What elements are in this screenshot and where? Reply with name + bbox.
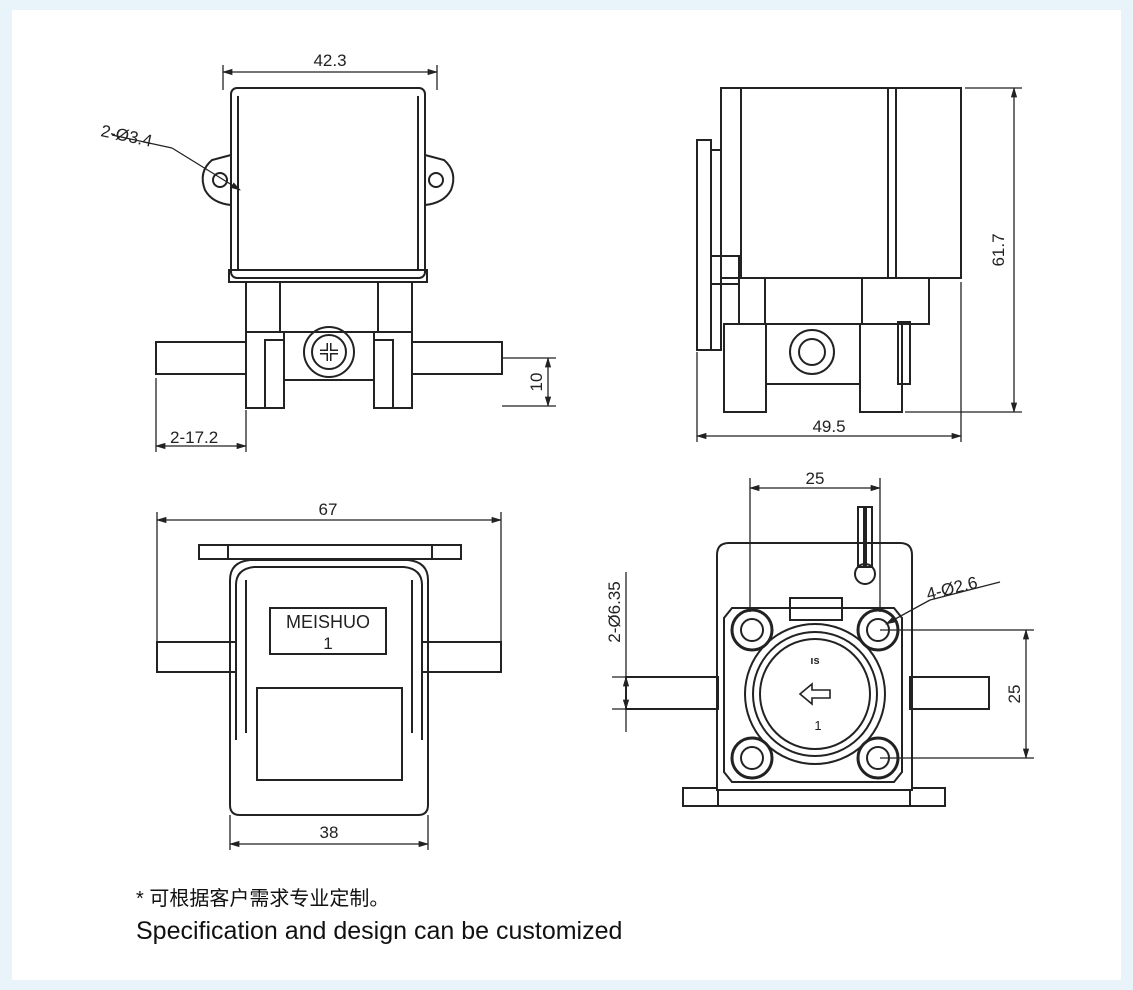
blank-label-area — [256, 687, 403, 781]
dim-port-spacing: 25 — [806, 469, 825, 488]
dim-vertical-spacing: 25 — [1005, 685, 1024, 704]
dim-port-length: 2-17.2 — [170, 428, 218, 447]
bottom-view-dimensions — [155, 512, 503, 850]
dim-mount-holes: 2-Ø3.4 — [99, 121, 154, 150]
note-english: Specification and design can be customiz… — [136, 917, 623, 945]
brand-label: MEISHUO — [286, 612, 370, 632]
arrow-model-label: 1 — [814, 718, 821, 733]
nameplate — [269, 607, 387, 655]
end-view-dimensions — [612, 478, 1034, 760]
dim-bottom-width: 67 — [319, 500, 338, 519]
dim-label-width: 38 — [320, 823, 339, 842]
end-view — [625, 506, 990, 807]
dim-front-width: 42.3 — [313, 51, 346, 70]
side-view-dimensions — [695, 86, 1022, 442]
front-view-dimensions — [111, 65, 556, 452]
dim-port-diameter: 2-Ø6.35 — [605, 581, 624, 642]
pump-logo: ıs — [810, 655, 819, 667]
bottom-view — [156, 544, 502, 816]
note-chinese: * 可根据客户需求专业定制。 — [136, 888, 390, 910]
dim-side-width: 49.5 — [812, 417, 845, 436]
model-label: 1 — [323, 634, 332, 653]
side-view — [696, 87, 962, 413]
dim-screw-holes: 4-Ø2.6 — [924, 573, 979, 604]
dim-side-height: 61.7 — [989, 233, 1008, 266]
dim-port-height: 10 — [527, 373, 546, 392]
front-view — [155, 87, 503, 409]
